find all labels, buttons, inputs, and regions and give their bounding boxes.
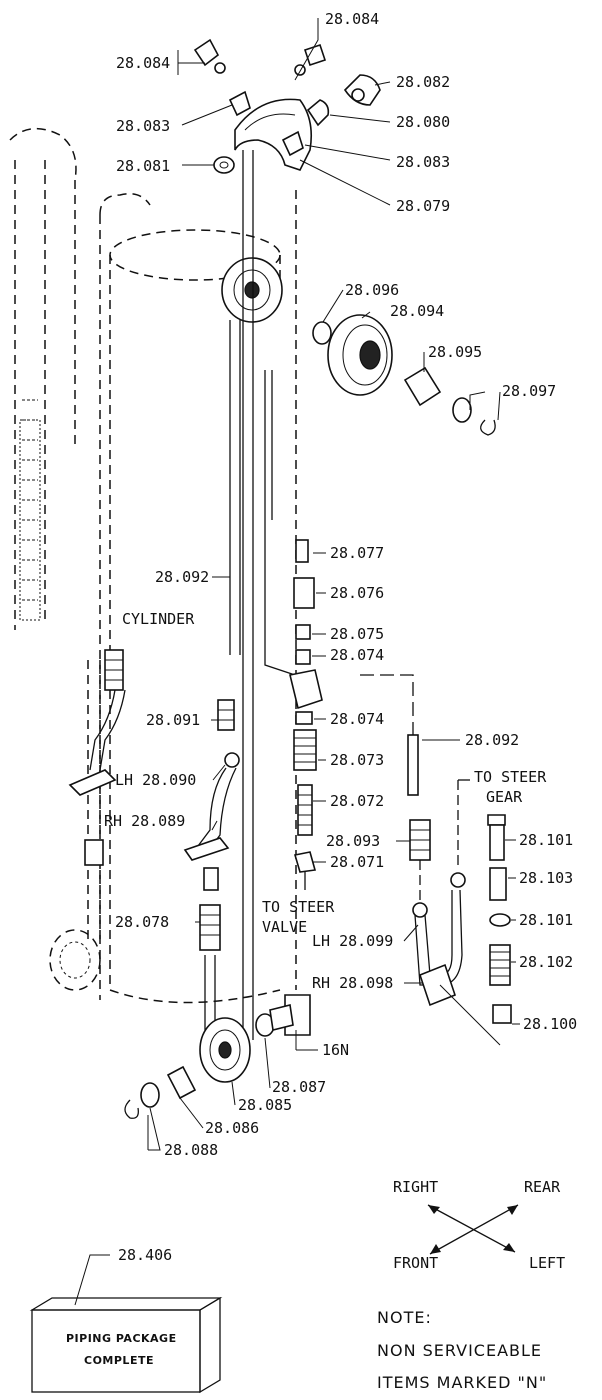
label-28-097: 28.097	[502, 382, 556, 400]
label-to-steer-gear-2: GEAR	[486, 788, 523, 806]
label-28-095: 28.095	[428, 343, 482, 361]
label-28-085: 28.085	[238, 1096, 292, 1114]
label-28-092-right: 28.092	[465, 731, 519, 749]
leader-lines	[74, 18, 520, 1306]
hose-phantom	[9, 127, 101, 991]
spacer-28095	[403, 366, 442, 407]
compass-left: LEFT	[529, 1254, 565, 1272]
fitting-28093	[409, 819, 431, 900]
label-28-074-upper: 28.074	[330, 646, 384, 664]
plug-28082	[343, 74, 381, 106]
label-28-088: 28.088	[164, 1141, 218, 1159]
tube-28090-28089	[183, 752, 240, 891]
hose-fitting-lower	[84, 839, 104, 866]
label-28-093: 28.093	[326, 832, 380, 850]
label-28-079: 28.079	[396, 197, 450, 215]
label-28-091: 28.091	[146, 711, 200, 729]
label-28-103: 28.103	[519, 869, 573, 887]
label-28-092-left: 28.092	[155, 568, 209, 586]
fitting-28091	[217, 699, 235, 731]
label-28-078: 28.078	[115, 913, 169, 931]
note-title: NOTE:	[377, 1308, 432, 1327]
label-to-steer-valve-2: VALVE	[262, 918, 307, 936]
label-28-080: 28.080	[396, 113, 450, 131]
upper-pulley	[221, 257, 283, 323]
part-labels: 28.084 28.084 28.082 28.083 28.080 28.08…	[104, 10, 577, 1159]
valve-stack	[289, 539, 323, 890]
bracket-16N	[269, 994, 311, 1036]
cable-rods	[229, 150, 296, 1040]
label-28-101-upper: 28.101	[519, 831, 573, 849]
label-16n: 16N	[322, 1041, 349, 1059]
package-line-2: COMPLETE	[84, 1354, 154, 1367]
label-28-081: 28.081	[116, 157, 170, 175]
label-28-100: 28.100	[523, 1015, 577, 1033]
label-28-072: 28.072	[330, 792, 384, 810]
label-28-101-lower: 28.101	[519, 911, 573, 929]
compass-right: RIGHT	[393, 1178, 438, 1196]
bolt-28084-right	[294, 43, 327, 76]
compass-rear: REAR	[524, 1178, 561, 1196]
tube-28092-right	[360, 674, 419, 796]
label-to-steer-valve-1: TO STEER	[262, 898, 335, 916]
label-28-077: 28.077	[330, 544, 384, 562]
washer-28096	[312, 321, 332, 345]
package-line-1: PIPING PACKAGE	[66, 1332, 177, 1345]
label-28-102: 28.102	[519, 953, 573, 971]
orientation-compass: RIGHT REAR FRONT LEFT	[393, 1178, 565, 1272]
lower-pulley-28085	[199, 1017, 251, 1083]
right-stack	[487, 814, 512, 1024]
label-28-086: 28.086	[205, 1119, 259, 1137]
label-28-083-right: 28.083	[396, 153, 450, 171]
pulley-28094	[327, 314, 393, 396]
compass-front: FRONT	[393, 1254, 438, 1272]
package-part-number: 28.406	[118, 1246, 172, 1264]
label-28-073: 28.073	[330, 751, 384, 769]
label-rh-28-089: RH 28.089	[104, 812, 185, 830]
label-28-087: 28.087	[272, 1078, 326, 1096]
note-line-1: NON SERVICEABLE	[377, 1341, 542, 1360]
label-28-084-left: 28.084	[116, 54, 170, 72]
bolt-28084-left	[193, 38, 226, 74]
bushing-28080	[306, 99, 330, 127]
tube-28099-28098	[412, 779, 501, 1046]
label-28-071: 28.071	[330, 853, 384, 871]
note-line-2: ITEMS MARKED "N"	[377, 1373, 547, 1392]
label-28-076: 28.076	[330, 584, 384, 602]
label-rh-28-098: RH 28.098	[312, 974, 393, 992]
label-28-083-left: 28.083	[116, 117, 170, 135]
label-28-082: 28.082	[396, 73, 450, 91]
piping-package-box: 28.406 PIPING PACKAGE COMPLETE	[29, 1246, 223, 1394]
washer-28081	[213, 156, 235, 174]
label-28-084-top: 28.084	[325, 10, 379, 28]
label-28-096: 28.096	[345, 281, 399, 299]
label-cylinder: CYLINDER	[122, 610, 195, 628]
ring-28097	[452, 397, 496, 436]
label-28-075: 28.075	[330, 625, 384, 643]
label-to-steer-gear-1: TO STEER	[474, 768, 547, 786]
ring-28088	[124, 1082, 160, 1119]
hose-fitting-upper	[89, 649, 126, 771]
nut-28083-left	[228, 90, 251, 117]
label-lh-28-099: LH 28.099	[312, 932, 393, 950]
note-block: NOTE: NON SERVICEABLE ITEMS MARKED "N"	[377, 1308, 547, 1392]
spacer-28086	[166, 1065, 197, 1100]
label-28-094: 28.094	[390, 302, 444, 320]
clamp-bracket	[68, 769, 117, 796]
label-28-074-lower: 28.074	[330, 710, 384, 728]
nut-28083-right	[281, 130, 304, 157]
label-lh-28-090: LH 28.090	[115, 771, 196, 789]
